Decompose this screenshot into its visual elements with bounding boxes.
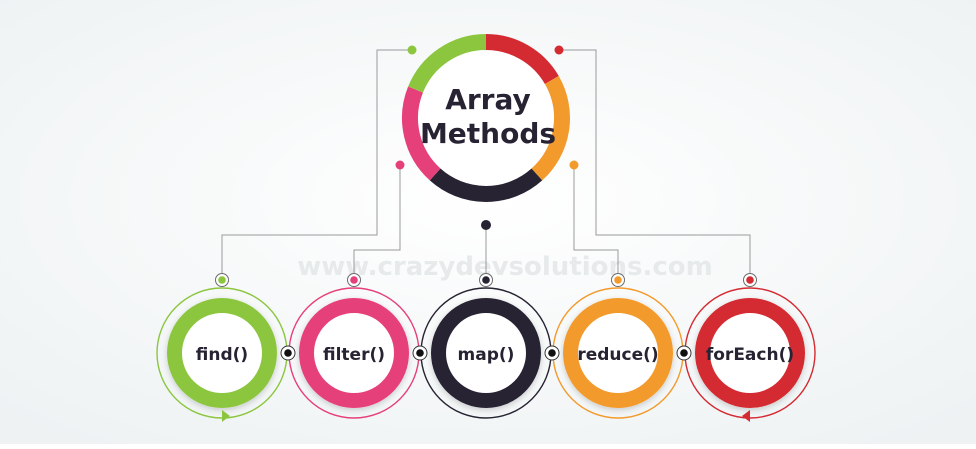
side-dot-core-2 [416, 349, 424, 357]
method-nodes: find() filter() map() reduce() forEach() [156, 273, 816, 422]
method-label-reduce: reduce() [577, 345, 658, 365]
hub-ring-orange-segment [531, 76, 570, 181]
top-dot-forEach [746, 276, 754, 284]
watermark-text: www.crazydevsolutions.com [297, 252, 713, 282]
arrow-find [222, 410, 230, 422]
disc-forEach [695, 298, 805, 408]
side-dot-4 [676, 345, 692, 361]
ring-map [431, 298, 541, 408]
top-dot-find [218, 276, 226, 284]
disc-filter [299, 298, 409, 408]
connector-foreach [559, 49, 751, 280]
connector-filter [353, 165, 401, 280]
method-label-find: find() [196, 345, 248, 365]
hub-disc [410, 42, 562, 194]
arrow-foreach [742, 410, 750, 422]
connector-find [221, 49, 412, 280]
dot-hub-pink [395, 160, 405, 170]
dot-hub-green [407, 45, 417, 55]
method-node-reduce: reduce() [552, 273, 684, 419]
method-label-filter: filter() [323, 345, 385, 365]
method-node-map: map() [420, 273, 552, 419]
method-node-forEach: forEach() [684, 273, 816, 419]
hub-ring-dark-segment [429, 168, 543, 202]
side-dot-core-3 [548, 349, 556, 357]
hub-ring-red-segment [485, 34, 559, 85]
ring-find [167, 298, 277, 408]
top-dot-filter [350, 276, 358, 284]
disc-map [431, 298, 541, 408]
method-node-filter: filter() [288, 273, 420, 419]
dot-hub-dark [481, 220, 491, 230]
hub-ring-green-segment [408, 34, 487, 93]
side-dot-core-1 [284, 349, 292, 357]
ring-forEach [695, 298, 805, 408]
method-label-forEach: forEach() [706, 345, 794, 365]
hub-connector-dots [395, 45, 579, 230]
top-dot-reduce [614, 276, 622, 284]
method-node-find: find() [156, 273, 288, 419]
dot-hub-orange [569, 160, 579, 170]
hub-title-line1: Array [445, 83, 531, 116]
hub-title-line2: Methods [420, 117, 556, 150]
connector-lines [221, 49, 751, 280]
side-dot-core-4 [680, 349, 688, 357]
side-dot-2 [412, 345, 428, 361]
disc-reduce [563, 298, 673, 408]
side-dot-3 [544, 345, 560, 361]
top-dot-map [482, 276, 490, 284]
ring-reduce [563, 298, 673, 408]
ring-filter [299, 298, 409, 408]
disc-find [167, 298, 277, 408]
dot-hub-red [554, 45, 564, 55]
hub-ring-pink-segment [402, 86, 441, 181]
side-dot-1 [280, 345, 296, 361]
method-label-map: map() [458, 345, 515, 365]
connector-reduce [573, 165, 619, 280]
center-hub: Array Methods [402, 34, 570, 202]
